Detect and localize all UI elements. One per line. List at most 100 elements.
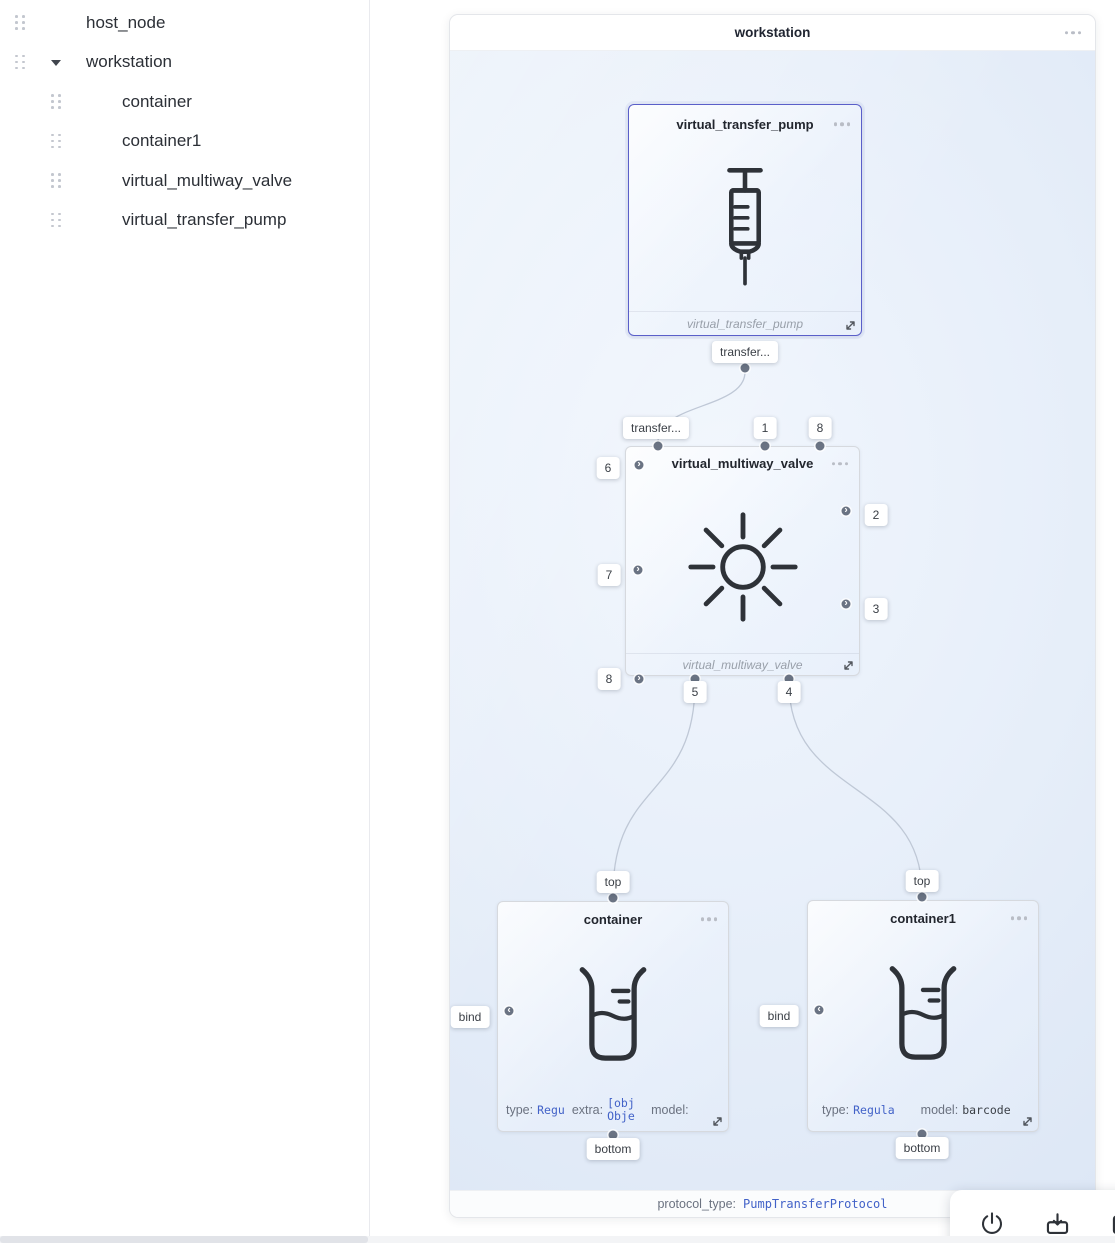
sidebar-item-container1[interactable]: container1	[0, 122, 369, 162]
port-label-valve-5: 5	[683, 681, 707, 703]
node-header: virtual_multiway_valve	[626, 447, 859, 480]
port-label-valve-transfer: transfer...	[622, 417, 690, 439]
port-label-container1-bind: bind	[759, 1005, 799, 1027]
port-label-container-bottom: bottom	[586, 1138, 640, 1160]
drag-handle-icon[interactable]	[15, 54, 26, 70]
sidebar-item-host-node[interactable]: host_node	[0, 3, 369, 43]
node-body	[808, 935, 1038, 1089]
panel-menu-icon[interactable]	[1064, 30, 1081, 35]
field-label: type:	[506, 1103, 534, 1117]
save-button[interactable]	[1044, 1211, 1071, 1238]
drag-handle-icon[interactable]	[51, 133, 62, 149]
port-dot-valve-7[interactable]	[633, 565, 643, 575]
node-menu-icon[interactable]	[1010, 916, 1027, 920]
node-menu-icon[interactable]	[833, 122, 850, 126]
node-title: virtual_multiway_valve	[671, 456, 814, 471]
horizontal-scrollbar[interactable]	[0, 1236, 1115, 1243]
port-dot-container1-bind[interactable]	[814, 1005, 824, 1015]
tree-item-label: workstation	[86, 52, 172, 72]
port-label-valve-1: 1	[753, 417, 777, 439]
node-footer: virtual_multiway_valve	[626, 653, 859, 675]
sidebar-item-virtual-multiway-valve[interactable]: virtual_multiway_valve	[0, 161, 369, 201]
port-label-valve-7: 7	[597, 564, 621, 586]
node-footer: virtual_transfer_pump	[629, 311, 861, 335]
port-dot-container-bottom[interactable]	[608, 1130, 618, 1140]
node-virtual-multiway-valve[interactable]: virtual_multiway_valve	[625, 446, 860, 676]
node-footer-label: virtual_transfer_pump	[686, 316, 804, 331]
caret-slot[interactable]	[26, 58, 86, 67]
port-label-container-bind: bind	[450, 1006, 490, 1028]
workstation-panel-header: workstation	[450, 15, 1095, 51]
port-dot-valve-1[interactable]	[760, 441, 770, 451]
port-label-valve-8-top: 8	[808, 417, 832, 439]
resize-handle-icon[interactable]	[1022, 1116, 1033, 1127]
power-button[interactable]	[979, 1211, 1005, 1237]
resize-handle-icon[interactable]	[843, 660, 854, 671]
beaker-icon	[889, 966, 957, 1060]
port-dot-valve-4[interactable]	[784, 674, 794, 684]
workstation-panel: workstation virtual_transfer_pump	[449, 14, 1096, 1218]
port-dot-valve-3[interactable]	[841, 599, 851, 609]
node-title: container	[583, 911, 643, 927]
port-dot-valve-2[interactable]	[841, 506, 851, 516]
field-value[interactable]: Regu	[537, 1103, 565, 1117]
chevron-down-icon	[51, 60, 61, 67]
port-dot-pump-transfer[interactable]	[740, 363, 750, 373]
valve-icon	[687, 511, 798, 622]
node-menu-icon[interactable]	[700, 917, 717, 921]
drag-handle-icon[interactable]	[51, 94, 62, 110]
field-value[interactable]: Regula	[853, 1103, 895, 1117]
protocol-type-label: protocol_type:	[657, 1197, 737, 1211]
port-dot-container1-bottom[interactable]	[917, 1129, 927, 1139]
port-dot-container1-top[interactable]	[917, 892, 927, 902]
panel-title: workstation	[734, 25, 811, 40]
port-label-valve-3: 3	[864, 598, 888, 620]
workstation-canvas[interactable]: virtual_transfer_pump	[450, 51, 1095, 1190]
resize-handle-icon[interactable]	[712, 1116, 723, 1127]
node-header: container1	[808, 901, 1038, 935]
port-label-valve-2: 2	[864, 504, 888, 526]
resize-handle-icon[interactable]	[845, 320, 856, 331]
port-dot-valve-5[interactable]	[690, 674, 700, 684]
node-title: virtual_transfer_pump	[676, 116, 814, 132]
field-value[interactable]: barcode	[962, 1103, 1011, 1117]
port-dot-valve-transfer[interactable]	[653, 441, 663, 451]
sidebar-item-container[interactable]: container	[0, 82, 369, 122]
node-container[interactable]: container type:Regu extra:[obj Ob	[497, 901, 729, 1132]
sidebar-item-workstation[interactable]: workstation	[0, 43, 369, 83]
port-dot-container-top[interactable]	[608, 893, 618, 903]
field-label: type:	[822, 1103, 850, 1117]
syringe-icon	[727, 168, 763, 286]
drag-handle-icon[interactable]	[51, 173, 62, 189]
tree-item-label: container1	[122, 131, 202, 151]
node-fields: type:Regu extra:[obj Obje model:	[498, 1089, 728, 1131]
drag-handle-icon[interactable]	[15, 15, 26, 31]
port-dot-valve-8-left[interactable]	[634, 674, 644, 684]
port-dot-valve-6[interactable]	[634, 460, 644, 470]
port-label-pump-transfer: transfer...	[711, 341, 779, 363]
port-dot-valve-8-top[interactable]	[815, 441, 825, 451]
sidebar: host_node workstation container containe…	[0, 0, 370, 1243]
port-label-container-top: top	[596, 871, 630, 893]
port-label-valve-6: 6	[596, 457, 620, 479]
tree-item-label: container	[122, 91, 192, 111]
node-menu-icon[interactable]	[831, 461, 848, 466]
export-button[interactable]	[1110, 1211, 1115, 1238]
node-fields: type:Regula model:barcode	[808, 1089, 1038, 1131]
field-label: model:	[920, 1103, 959, 1117]
port-label-valve-4: 4	[777, 681, 801, 703]
port-dot-container-bind[interactable]	[504, 1006, 514, 1016]
protocol-type-value[interactable]: PumpTransferProtocol	[743, 1197, 888, 1211]
node-container1[interactable]: container1 type:Regula model:barc	[807, 900, 1039, 1132]
drag-handle-icon[interactable]	[51, 212, 62, 228]
field-label: extra:	[571, 1103, 604, 1117]
tree-item-label: virtual_multiway_valve	[122, 170, 293, 190]
canvas-area: workstation virtual_transfer_pump	[370, 0, 1115, 1243]
field-value[interactable]: [obj Obje	[607, 1095, 635, 1123]
port-label-container1-top: top	[905, 870, 939, 892]
node-virtual-transfer-pump[interactable]: virtual_transfer_pump	[628, 104, 862, 336]
scrollbar-thumb[interactable]	[0, 1236, 368, 1243]
sidebar-item-virtual-transfer-pump[interactable]: virtual_transfer_pump	[0, 201, 369, 241]
node-body	[626, 480, 859, 653]
field-label: model:	[651, 1103, 689, 1117]
